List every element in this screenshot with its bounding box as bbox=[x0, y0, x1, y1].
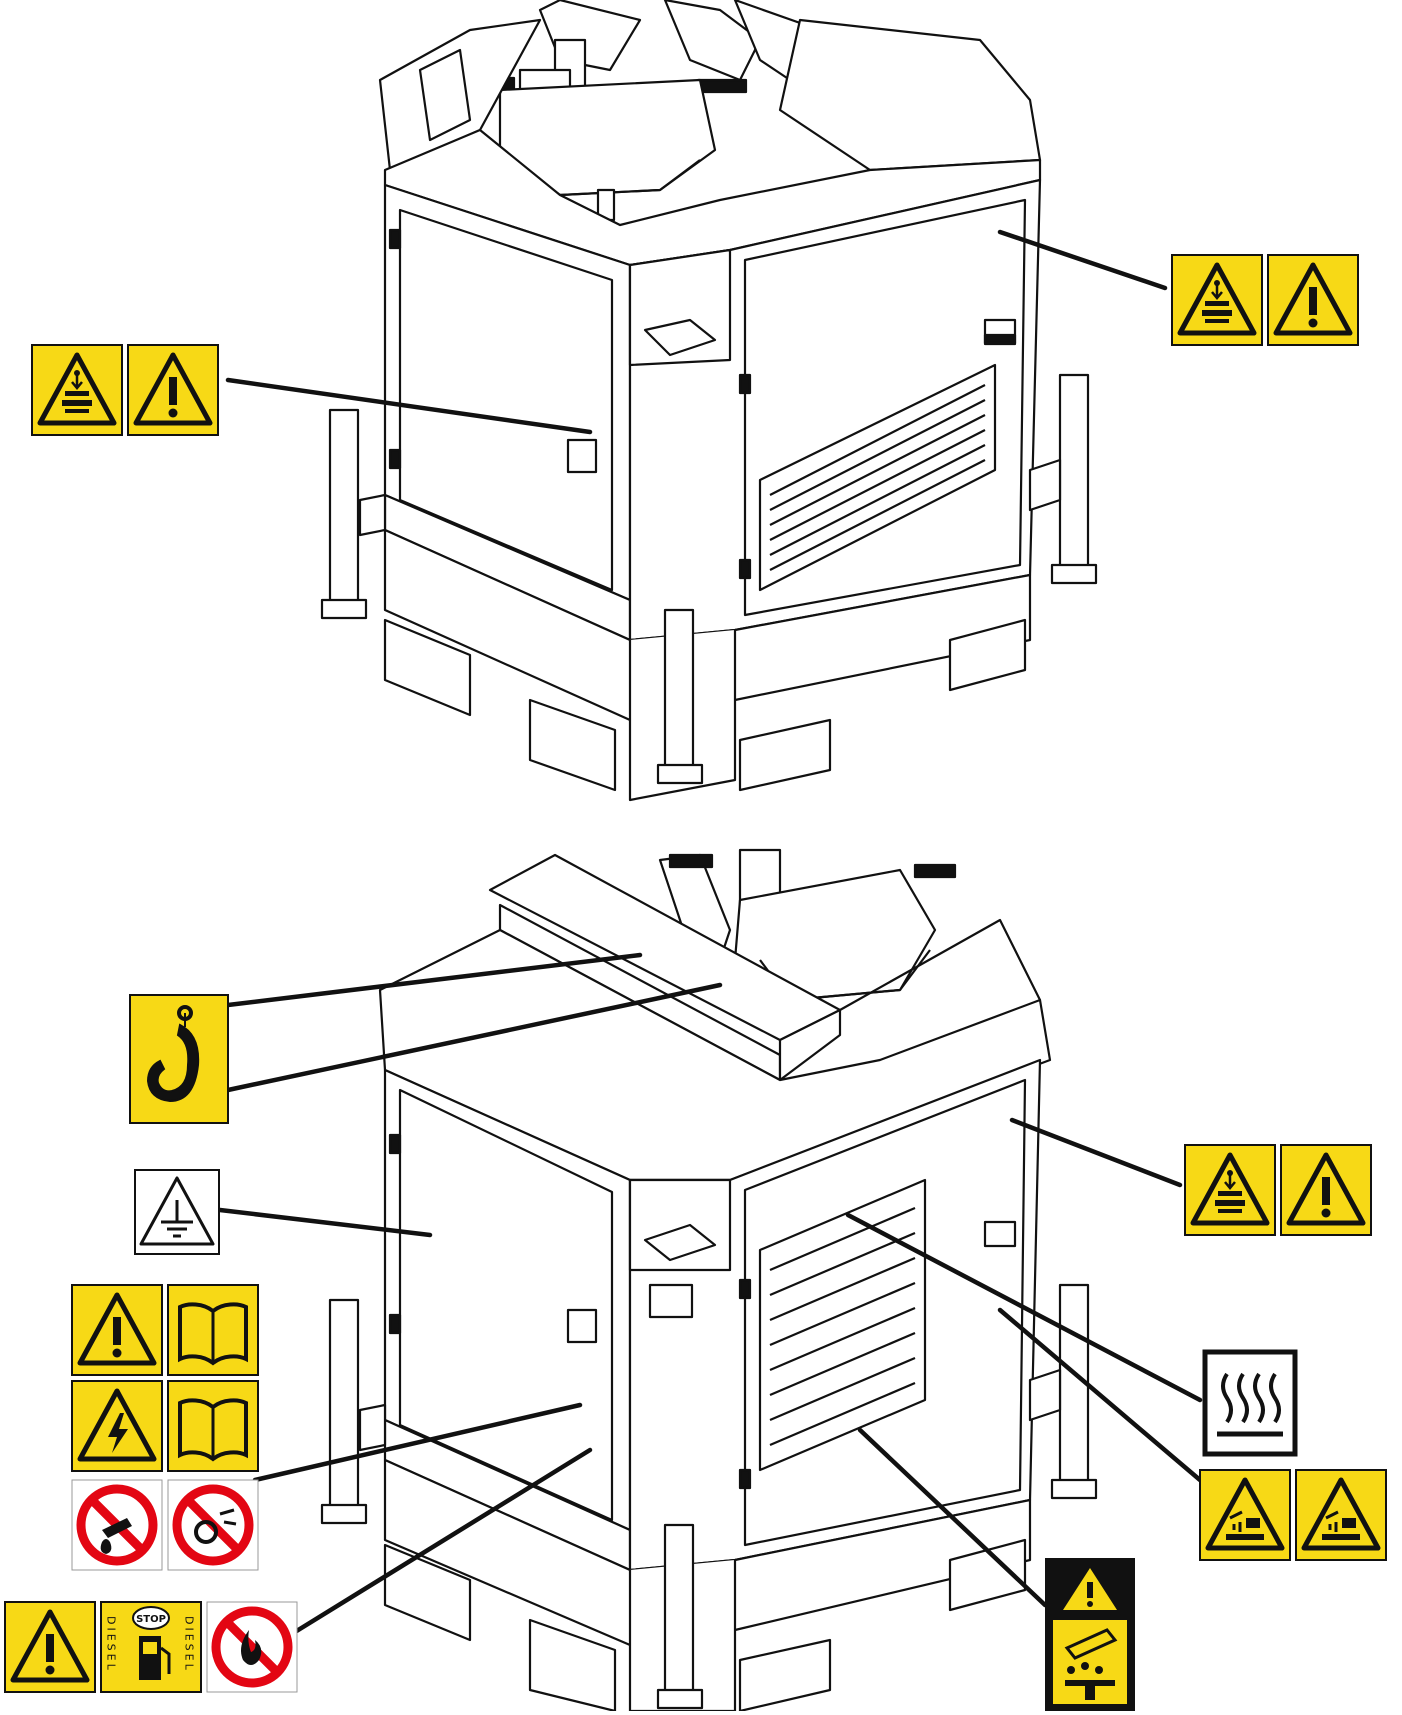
lifting-hook-icon bbox=[129, 994, 229, 1124]
crush-hazard-icon bbox=[32, 345, 122, 435]
label-bottom-right-door bbox=[1185, 1145, 1371, 1235]
hot-surface-icon bbox=[1202, 1349, 1298, 1457]
read-manual-icon bbox=[166, 1379, 260, 1473]
leader-lines bbox=[217, 229, 1203, 1643]
corrosive-battery-icon bbox=[1200, 1470, 1290, 1560]
diesel-fuel-stop-icon: STOP DIESEL DIESEL bbox=[100, 1601, 202, 1693]
crush-hazard-icon bbox=[1172, 255, 1262, 345]
label-fuel-filler: STOP DIESEL DIESEL bbox=[5, 1602, 297, 1692]
label-battery-acid bbox=[1200, 1470, 1386, 1560]
read-manual-icon bbox=[166, 1283, 260, 1377]
no-extinguish-with-water-icon bbox=[72, 1480, 162, 1570]
corrosive-hand-icon bbox=[1296, 1470, 1386, 1560]
crush-hazard-icon bbox=[1185, 1145, 1275, 1235]
fan-entanglement-icon bbox=[1053, 1620, 1127, 1704]
label-top-right-door bbox=[1172, 255, 1358, 345]
no-open-flame-icon bbox=[207, 1602, 297, 1692]
general-warning-icon bbox=[1268, 255, 1358, 345]
general-warning-icon bbox=[72, 1285, 162, 1375]
diesel-vertical-text-left: DIESEL bbox=[105, 1616, 118, 1673]
general-warning-icon bbox=[5, 1602, 95, 1692]
stop-text: STOP bbox=[136, 1614, 166, 1625]
bottom-machine-drawing bbox=[320, 848, 1098, 1713]
label-top-left-door bbox=[32, 345, 218, 435]
electric-shock-icon bbox=[72, 1381, 162, 1471]
general-warning-icon bbox=[1281, 1145, 1371, 1235]
label-rotating-fan bbox=[1045, 1558, 1135, 1711]
no-maintenance-while-running-icon bbox=[168, 1480, 258, 1570]
top-machine-drawing bbox=[320, 0, 1098, 802]
earth-ground-icon bbox=[134, 1169, 220, 1255]
label-electrical-warnings bbox=[72, 1285, 258, 1570]
general-warning-icon bbox=[128, 345, 218, 435]
diesel-vertical-text-right: DIESEL bbox=[183, 1616, 196, 1673]
general-warning-icon bbox=[1063, 1568, 1117, 1610]
